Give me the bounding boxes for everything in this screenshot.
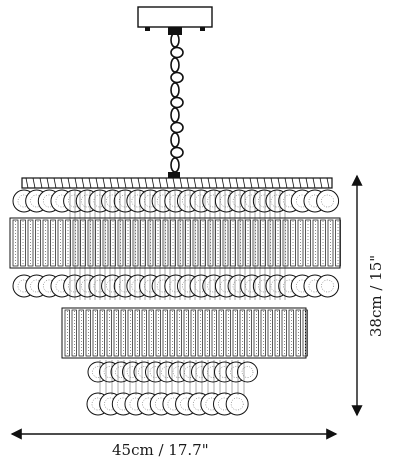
suspension-chain xyxy=(168,32,184,186)
width-dimension-label: 45cm / 17.7" xyxy=(112,441,209,459)
ceiling-canopy xyxy=(137,6,213,35)
chandelier-body xyxy=(9,177,341,416)
height-dimension-label: 38cm / 15" xyxy=(367,254,385,338)
